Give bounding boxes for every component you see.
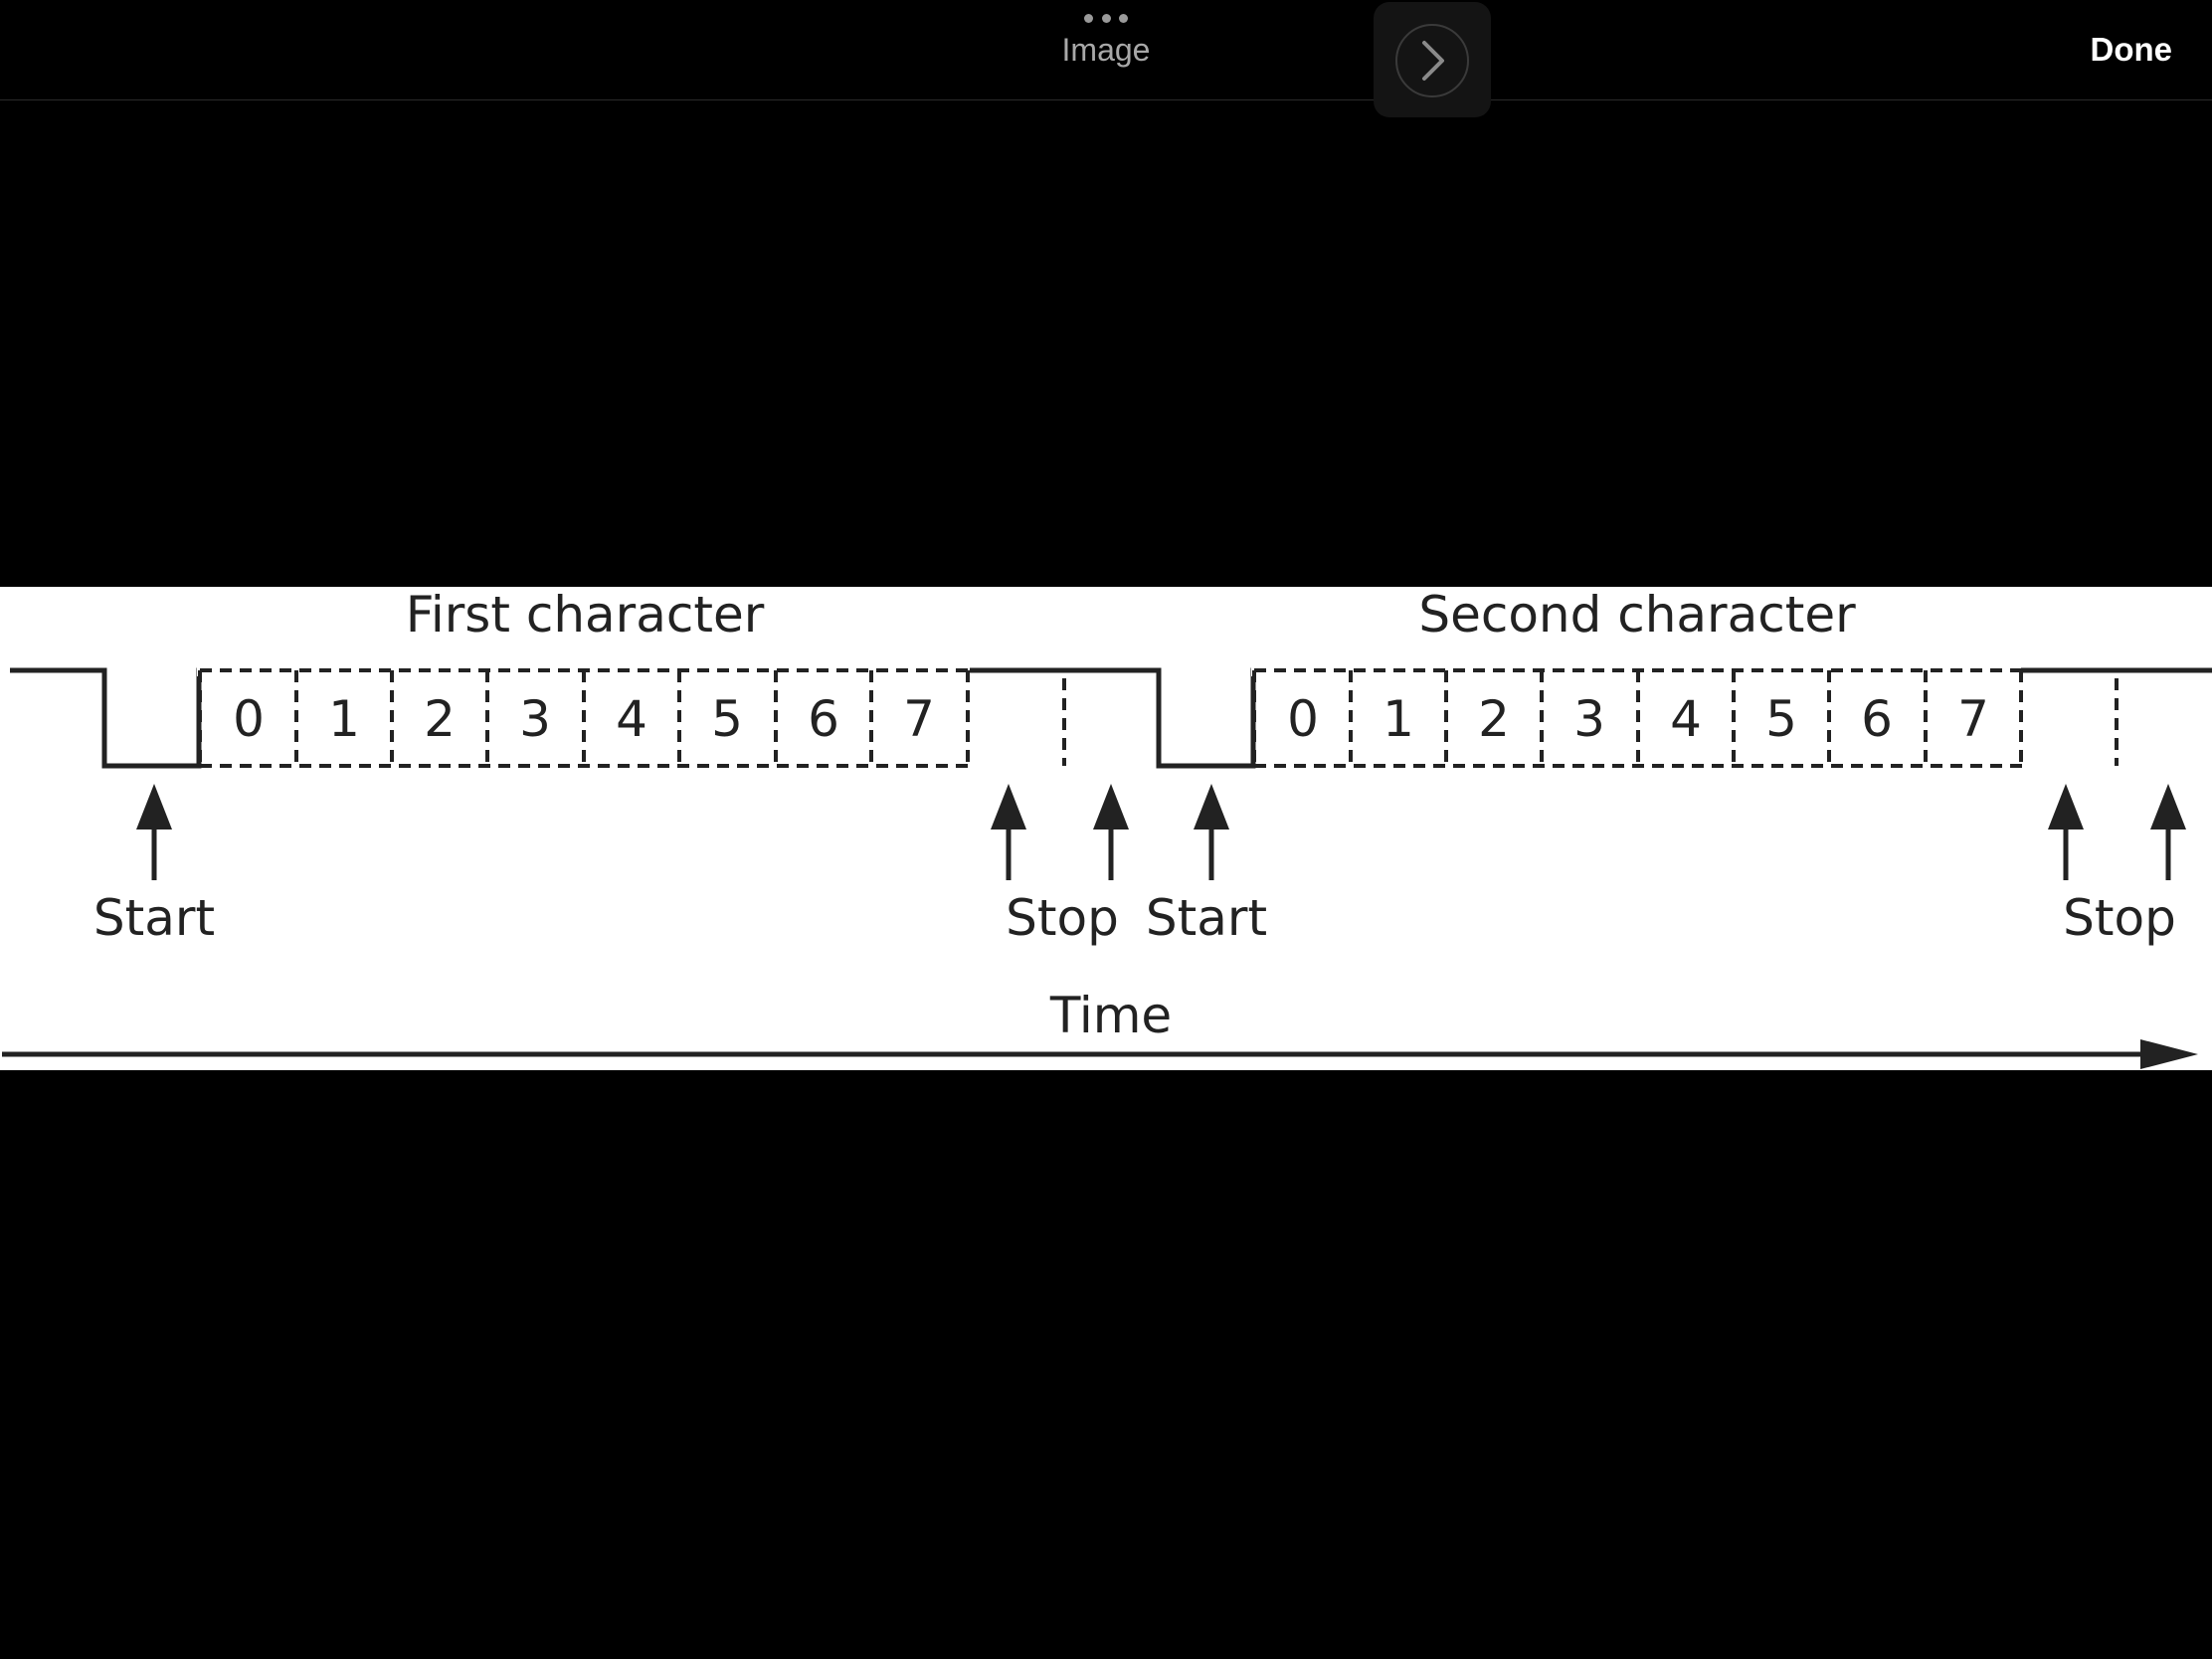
bit-label: 2 xyxy=(424,690,456,748)
bit-label: 0 xyxy=(233,690,265,748)
serial-timing-figure: 0 1 2 3 4 5 6 7 0 1 2 3 4 5 6 7 First ch… xyxy=(0,587,2212,1070)
bit-label: 7 xyxy=(903,690,935,748)
bit-label: 5 xyxy=(711,690,743,748)
first-character-label: First character xyxy=(406,587,765,644)
bit-label: 3 xyxy=(519,690,551,748)
second-character-label: Second character xyxy=(1418,587,1856,644)
stop-label: Stop xyxy=(1006,889,1119,947)
bit-label: 2 xyxy=(1478,690,1510,748)
bit-label: 5 xyxy=(1765,690,1797,748)
stop-label: Stop xyxy=(2063,889,2176,947)
serial-timing-diagram: 0 1 2 3 4 5 6 7 0 1 2 3 4 5 6 7 First ch… xyxy=(2,587,2212,1069)
time-arrowhead xyxy=(2140,1039,2198,1069)
ellipsis-icon[interactable] xyxy=(1084,14,1128,24)
bit-label: 7 xyxy=(1957,690,1989,748)
bit-label: 6 xyxy=(808,690,839,748)
viewer-toolbar: Image Done xyxy=(0,0,2212,117)
bit-label: 0 xyxy=(1287,690,1319,748)
marker-arrows xyxy=(136,784,2186,880)
done-button[interactable]: Done xyxy=(2090,31,2173,68)
forward-button[interactable] xyxy=(1374,2,1491,117)
bit-label: 4 xyxy=(1670,690,1702,748)
first-character-frame xyxy=(198,668,1066,768)
viewer-title: Image xyxy=(1061,32,1151,68)
bit-label: 6 xyxy=(1861,690,1893,748)
bit-label: 3 xyxy=(1573,690,1605,748)
chevron-right-icon xyxy=(1395,24,1469,97)
bit-label: 1 xyxy=(328,690,360,748)
time-label: Time xyxy=(1049,987,1172,1044)
start-label: Start xyxy=(1146,889,1267,947)
start-label: Start xyxy=(93,889,215,947)
bit-label: 4 xyxy=(616,690,647,748)
bit-label: 1 xyxy=(1382,690,1414,748)
second-character-frame xyxy=(1252,668,2119,768)
